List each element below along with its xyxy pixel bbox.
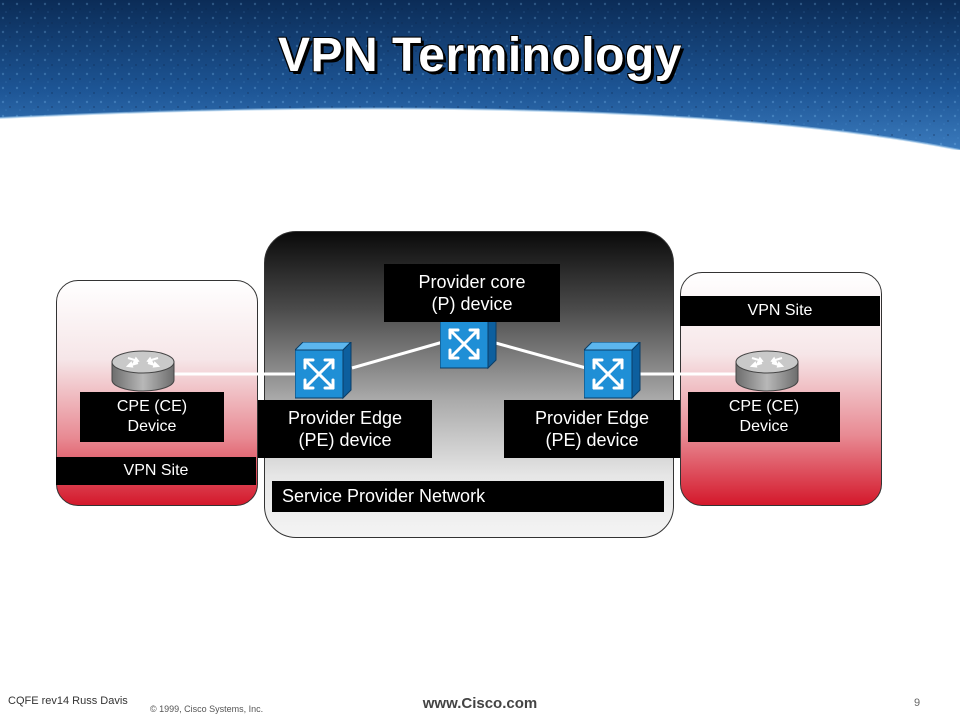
left-ce-label-line1: CPE (CE) <box>116 398 188 415</box>
left-pe-switch-icon <box>295 342 353 400</box>
footer-copyright: © 1999, Cisco Systems, Inc. <box>150 704 264 714</box>
left-pe-label: Provider Edge (PE) device <box>258 400 432 458</box>
left-pe-label-line1: Provider Edge <box>287 407 403 428</box>
right-ce-device-label: CPE (CE) Device <box>688 392 840 442</box>
right-pe-label: Provider Edge (PE) device <box>504 400 680 458</box>
left-ce-label-line2: Device <box>127 418 177 435</box>
right-pe-label-line2: (PE) device <box>545 430 639 450</box>
header-background <box>0 0 960 150</box>
footer-left-text: CQFE rev14 Russ Davis <box>8 695 128 707</box>
right-pe-switch-icon <box>584 342 642 400</box>
left-ce-router-icon <box>110 350 176 394</box>
footer-url: www.Cisco.com <box>422 695 538 712</box>
left-vpn-site-label-text: VPN Site <box>123 462 189 479</box>
right-ce-label-line1: CPE (CE) <box>728 398 800 415</box>
right-pe-label-line1: Provider Edge <box>534 407 650 428</box>
provider-core-label-line1: Provider core <box>418 271 526 292</box>
provider-core-label-line2: (P) device <box>431 294 513 314</box>
right-vpn-site-label: VPN Site <box>680 296 880 326</box>
right-ce-router-icon <box>734 350 800 394</box>
left-ce-device-label: CPE (CE) Device <box>80 392 224 442</box>
right-vpn-site-label-text: VPN Site <box>747 302 813 319</box>
footer-page-number: 9 <box>914 697 921 709</box>
service-provider-network-label: Service Provider Network <box>272 481 664 512</box>
left-vpn-site-label: VPN Site <box>56 457 256 485</box>
provider-core-label: Provider core (P) device <box>384 264 560 322</box>
header-banner <box>0 0 960 150</box>
link-core-to-right-pe <box>491 340 587 370</box>
left-pe-label-line2: (PE) device <box>298 430 392 450</box>
right-ce-label-line2: Device <box>739 418 789 435</box>
slide-title: VPN Terminology <box>278 29 682 82</box>
service-provider-network-label-text: Service Provider Network <box>282 486 486 507</box>
link-left-pe-to-core <box>351 340 444 370</box>
